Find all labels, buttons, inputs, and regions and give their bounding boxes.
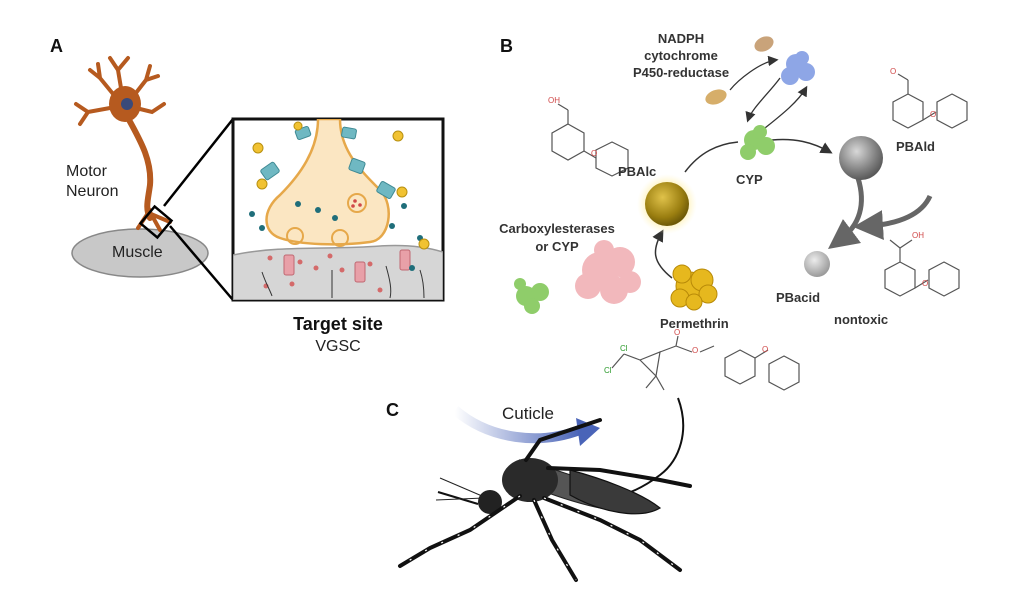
pbalc-label: PBAlc [618, 164, 657, 179]
panel-label-a: A [50, 36, 63, 56]
atom-o-pbald-aldehyde: O [890, 67, 897, 76]
nontoxic-label: nontoxic [834, 312, 889, 327]
atom-cl-2: Cl [604, 366, 612, 375]
reductase-arrow-3 [764, 85, 808, 129]
motor-neuron-label: Motor Neuron [66, 162, 118, 202]
structure-pbacid [884, 239, 960, 297]
pbald-label: PBAld [896, 139, 935, 154]
panel-c [398, 397, 692, 582]
cuticle-label: Cuticle [502, 404, 554, 423]
esterase-label-line2: or CYP [535, 239, 579, 254]
reductase-protein-blue [781, 51, 815, 85]
arrow-side-to-pbacid [853, 194, 933, 241]
reductase-label-line2: cytochrome [644, 48, 718, 63]
esterase-label: Carboxylesterases or CYP [492, 220, 622, 256]
neuron-dendrites [74, 56, 166, 126]
cycle-arrow-cyp-to-pbald [771, 138, 833, 154]
panel-label-c: C [386, 400, 399, 420]
pbald-sphere [839, 136, 883, 180]
cyp-label: CYP [736, 172, 763, 187]
structure-pbalc [551, 103, 629, 177]
esterase-label-line1: Carboxylesterases [499, 221, 615, 236]
arrow-pbald-to-pbacid [828, 177, 864, 250]
panel-b [514, 36, 968, 391]
muscle-label: Muscle [112, 244, 163, 261]
atom-oh-pbalc: OH [548, 96, 560, 105]
atom-cl-1: Cl [620, 344, 628, 353]
motor-neuron-label-line2: Neuron [66, 183, 119, 200]
structure-pbald [892, 73, 968, 129]
zoom-indicator [138, 204, 174, 240]
atom-oh-pbacid: OH [912, 231, 924, 240]
target-site-subtitle: VGSC [315, 338, 361, 355]
motor-neuron-label-line1: Motor [66, 163, 107, 180]
atom-o-pbalc: O [591, 149, 598, 158]
atom-o-pbacid: O [922, 279, 929, 288]
atom-o-ester: O [692, 346, 699, 355]
reductase-protein-tan-bottom [705, 89, 727, 105]
pbalc-sphere [645, 182, 689, 226]
atom-o-carbonyl: O [674, 328, 681, 337]
reductase-label-line1: NADPH [657, 31, 705, 46]
panel-a [71, 56, 445, 302]
esterase-protein-green [514, 278, 549, 314]
pbacid-label: PBacid [776, 290, 821, 305]
cycle-arrow-permethrin-to-pbalc [652, 229, 673, 279]
cyp-protein [740, 125, 775, 160]
reductase-arrow-1 [729, 55, 779, 91]
reductase-label: NADPH cytochrome P450-reductase [626, 30, 736, 81]
esterase-protein-pink [575, 240, 641, 304]
neuron-nucleus [121, 98, 133, 110]
atom-o-pbald-ether: O [930, 110, 937, 119]
panel-label-b: B [500, 36, 513, 56]
target-site-title: Target site [293, 314, 383, 334]
permethrin-molecule-blob [670, 264, 718, 311]
cuticle-arrow [451, 406, 582, 444]
neuron-axon [125, 115, 154, 221]
muscle-ellipse [71, 228, 209, 278]
reductase-label-line3: P450-reductase [632, 65, 730, 80]
mosquito [398, 418, 692, 582]
cycle-arrow-pbalc-to-cyp [684, 141, 739, 173]
synapse-box [231, 117, 445, 302]
pbacid-sphere [804, 251, 830, 277]
reductase-arrow-2 [745, 77, 781, 123]
structure-permethrin [611, 335, 800, 391]
axon-terminal [265, 119, 390, 246]
permethrin-label: Permethrin [660, 316, 729, 331]
reductase-protein-tan-top [754, 36, 774, 52]
atom-o-ether-permethrin: O [762, 345, 769, 354]
